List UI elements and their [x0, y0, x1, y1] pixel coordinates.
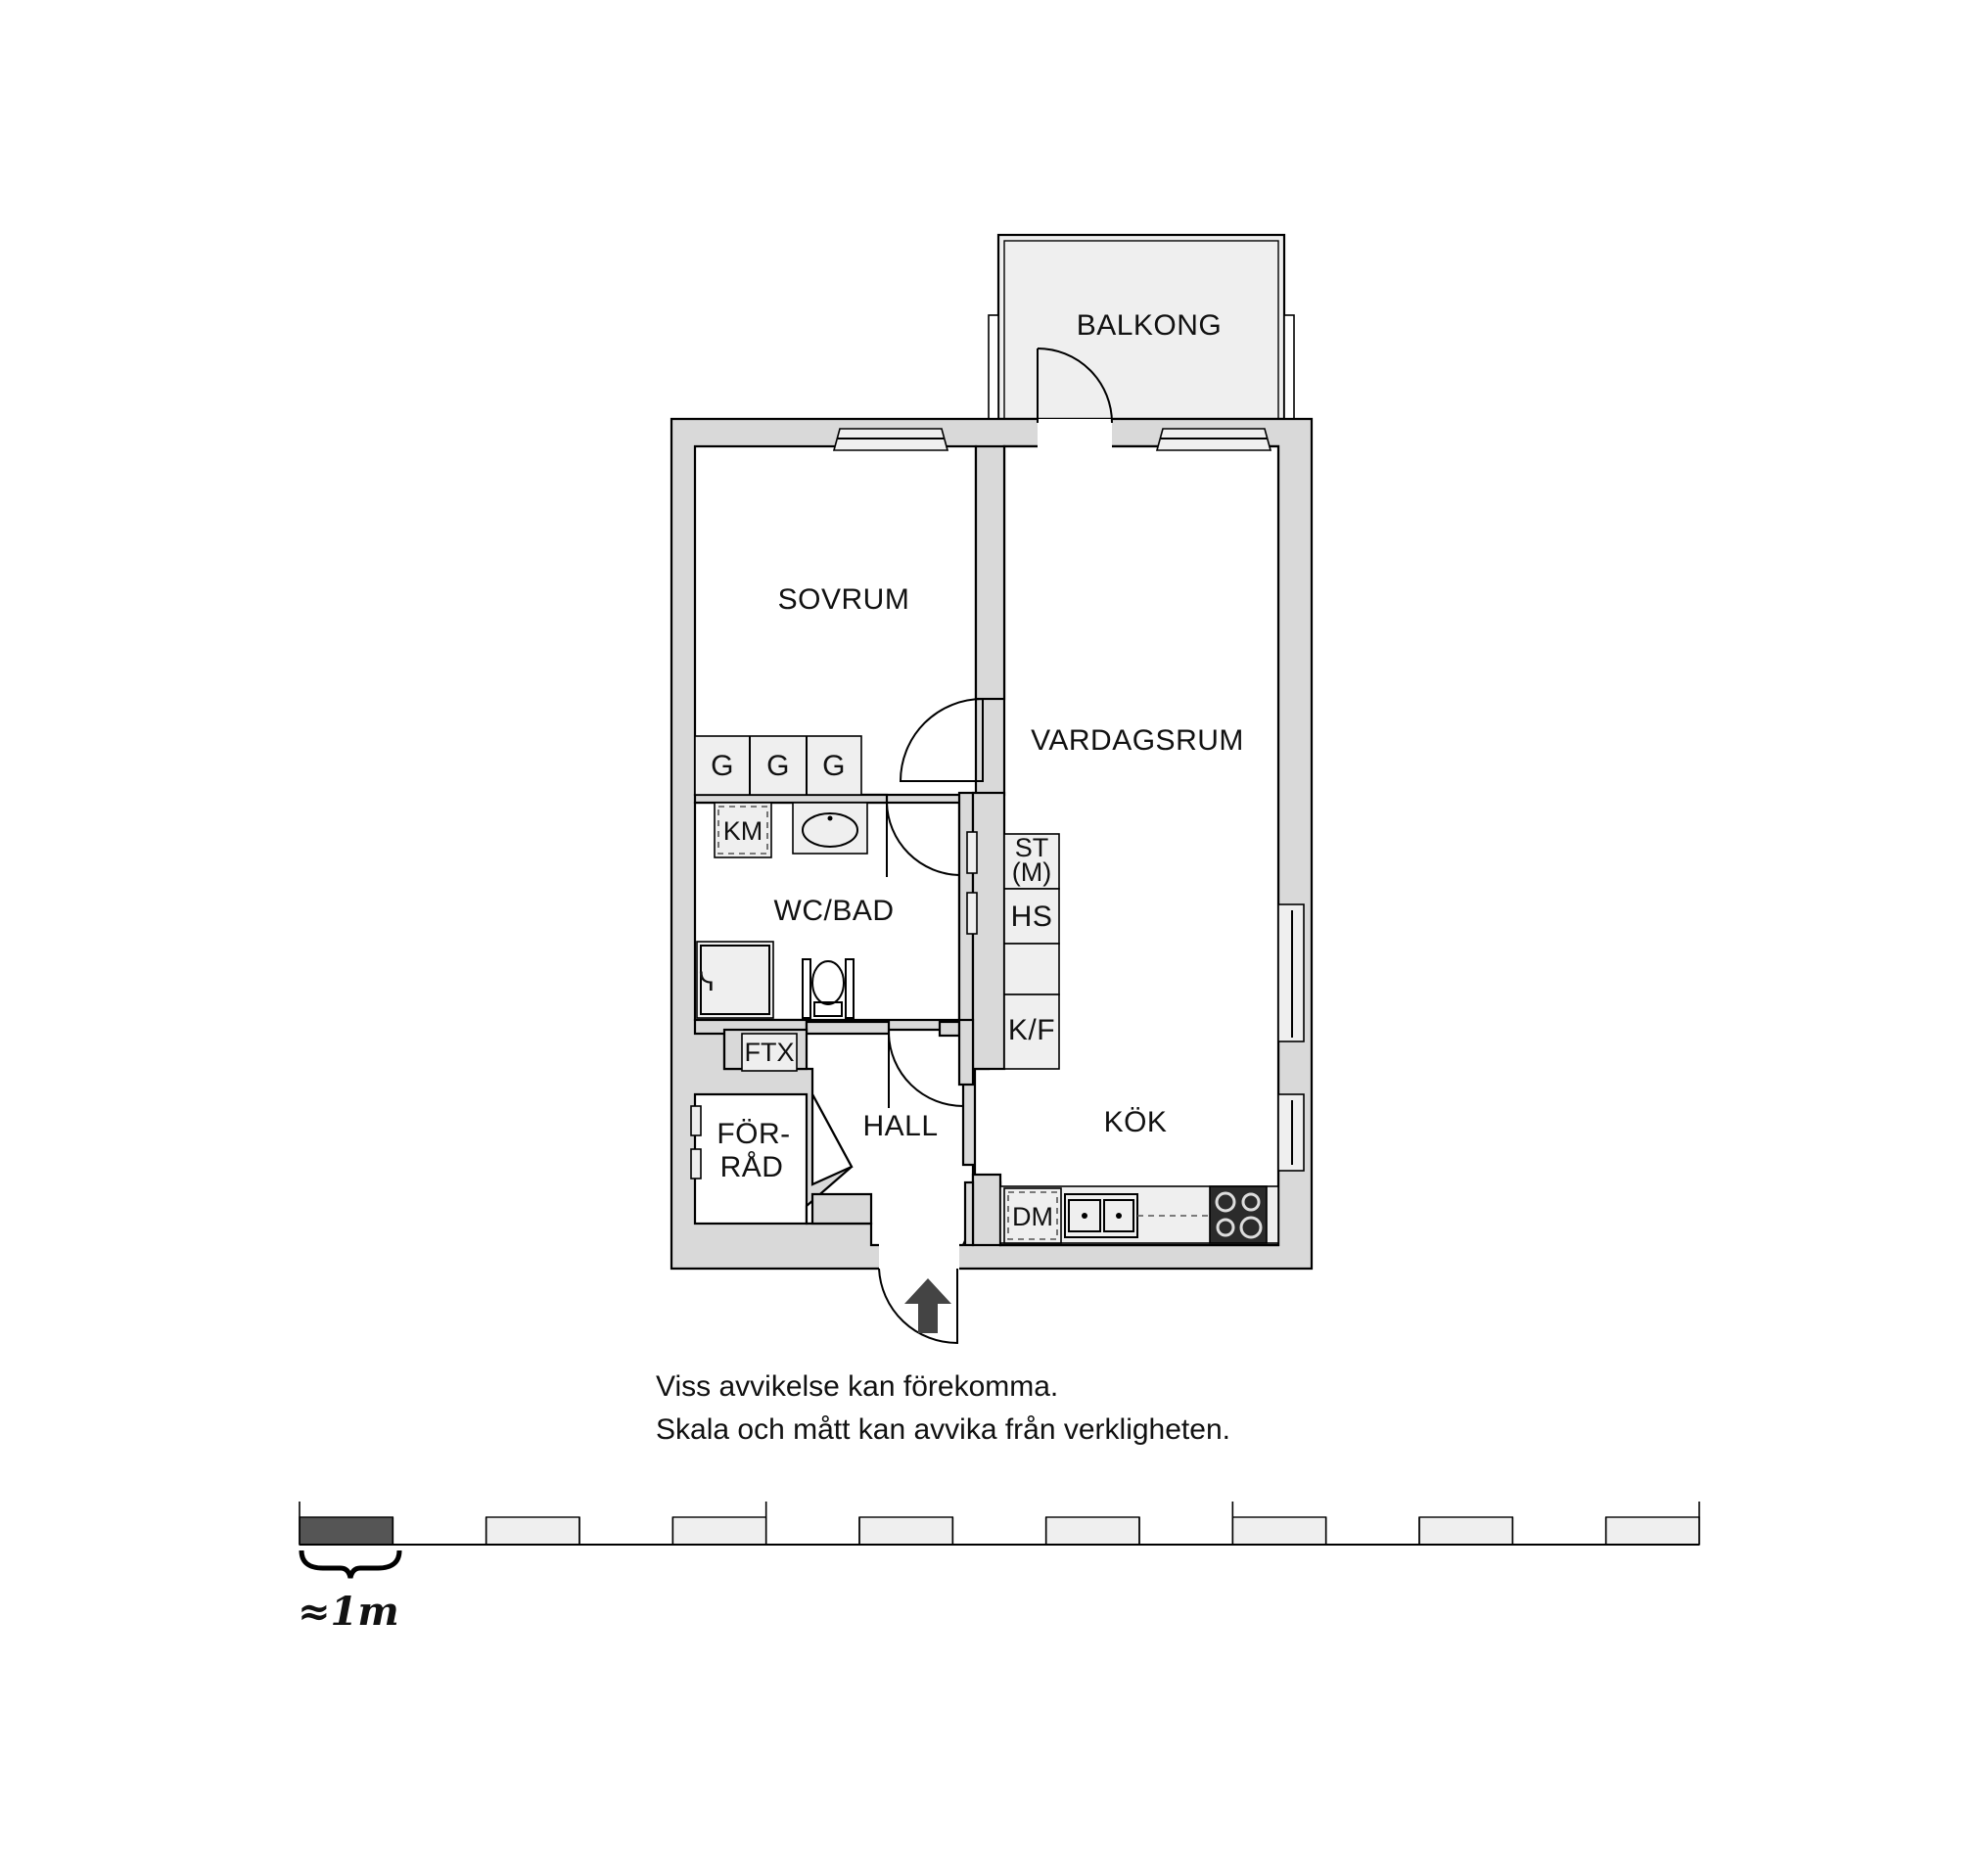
doors [810, 347, 1113, 1345]
disclaimer: Viss avvikelse kan förekomma. Skala och … [656, 1370, 1230, 1446]
scale-label: ≈1m [298, 1589, 399, 1635]
scale-segment [1044, 1516, 1140, 1546]
disclaimer-line2: Skala och mått kan avvika från verklighe… [656, 1413, 1230, 1446]
scale-bar: ≈1m [298, 1502, 1700, 1635]
balcony [988, 233, 1295, 421]
room-label-forrad-line2: RÅD [720, 1151, 784, 1183]
st-label-line1: ST [1015, 833, 1049, 862]
entrance-arrow-icon [904, 1278, 951, 1333]
room-label-hall: HALL [862, 1110, 938, 1142]
windows [690, 428, 1305, 1179]
shower-icon: ᓭ [699, 967, 715, 996]
kitchen-counter: DM [999, 1185, 1279, 1244]
km-label: KM [723, 816, 763, 846]
disclaimer-line1: Viss avvikelse kan förekomma. [656, 1370, 1058, 1403]
room-labels: BALKONG SOVRUM VARDAGSRUM WC/BAD HALL KÖ… [717, 309, 1244, 1183]
hs-label: HS [1011, 901, 1053, 933]
scale-segment [299, 1516, 394, 1546]
room-label-vardagsrum: VARDAGSRUM [1031, 724, 1244, 757]
dm-label: DM [1012, 1202, 1053, 1231]
scale-brace [299, 1549, 402, 1579]
room-label-balkong: BALKONG [1077, 309, 1223, 342]
scale-segment [1604, 1516, 1700, 1546]
wardrobe-label-3: G [822, 750, 846, 782]
scale-segment [485, 1516, 580, 1546]
st-label-line2: (M) [1012, 857, 1051, 887]
utility-units: FTX ST (M) HS K/F [741, 831, 1060, 1072]
kf-label: K/F [1008, 1014, 1055, 1046]
wardrobe-label-1: G [711, 750, 734, 782]
room-label-wc-bad: WC/BAD [774, 895, 895, 927]
scale-segment [1231, 1516, 1327, 1546]
ftx-label: FTX [745, 1038, 795, 1067]
scale-segment [1418, 1516, 1514, 1546]
room-label-kok: KÖK [1104, 1106, 1168, 1138]
wardrobes: G G G [694, 735, 862, 796]
room-label-sovrum: SOVRUM [778, 583, 910, 616]
scale-segment [671, 1516, 767, 1546]
bathroom-fixtures: KM ᓭ [696, 802, 868, 1019]
storage-floor [693, 1092, 809, 1226]
room-label-forrad-line1: FÖR- [717, 1118, 790, 1150]
scale-segment [858, 1516, 954, 1546]
wardrobe-label-2: G [766, 750, 790, 782]
